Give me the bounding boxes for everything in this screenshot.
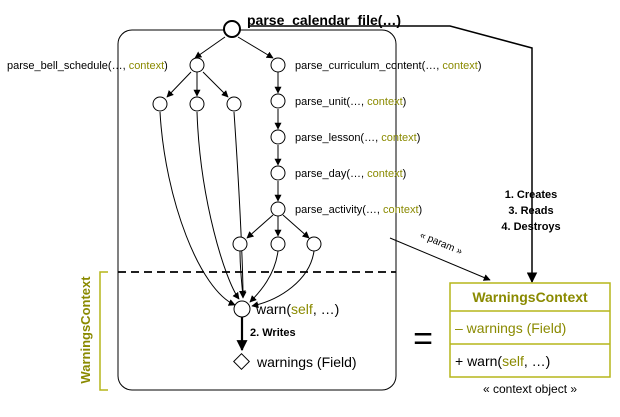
context-object-box — [449, 282, 611, 378]
warnings-field-node — [233, 353, 250, 370]
curriculum-node — [270, 57, 286, 73]
bell-schedule-node — [189, 57, 205, 73]
activity-child-node — [232, 236, 248, 252]
bell-schedule-label: parse_bell_schedule(…, context) — [7, 60, 168, 72]
activity-node — [270, 201, 286, 217]
day-node — [270, 165, 286, 181]
lesson-node — [270, 129, 286, 145]
context-stereotype: « context object » — [483, 382, 577, 396]
equals-sign: = — [413, 320, 433, 358]
lifecycle-reads: 3. Reads — [508, 205, 553, 217]
unit-label: parse_unit(…, context) — [295, 96, 406, 108]
param-label: « param » — [418, 230, 464, 258]
bell-child-node — [152, 96, 168, 112]
root-node — [223, 20, 241, 38]
context-side-label: WarningsContext — [78, 276, 93, 384]
call-edges — [159, 25, 538, 352]
context-box-field: – warnings (Field) — [455, 320, 566, 336]
activity-label: parse_activity(…, context) — [295, 204, 422, 216]
day-label: parse_day(…, context) — [295, 168, 406, 180]
root-label: parse_calendar_file(…) — [247, 12, 401, 28]
warn-node — [233, 300, 251, 318]
activity-child-node — [306, 236, 322, 252]
curriculum-label: parse_curriculum_content(…, context) — [295, 60, 481, 72]
context-box-method: + warn(self, …) — [455, 353, 550, 369]
lifecycle-destroys: 4. Destroys — [501, 221, 560, 233]
warnings-field-label: warnings (Field) — [256, 354, 357, 370]
context-box-title: WarningsContext — [472, 289, 588, 305]
activity-child-node — [270, 236, 286, 252]
module-boundary — [117, 29, 397, 391]
lesson-label: parse_lesson(…, context) — [295, 132, 420, 144]
unit-node — [270, 93, 286, 109]
context-bracket — [99, 271, 108, 391]
writes-label: 2. Writes — [250, 327, 296, 339]
bell-child-node — [189, 96, 205, 112]
warn-label: warn(self, …) — [255, 301, 339, 317]
bell-child-node — [226, 96, 242, 112]
lifecycle-creates: 1. Creates — [505, 189, 558, 201]
